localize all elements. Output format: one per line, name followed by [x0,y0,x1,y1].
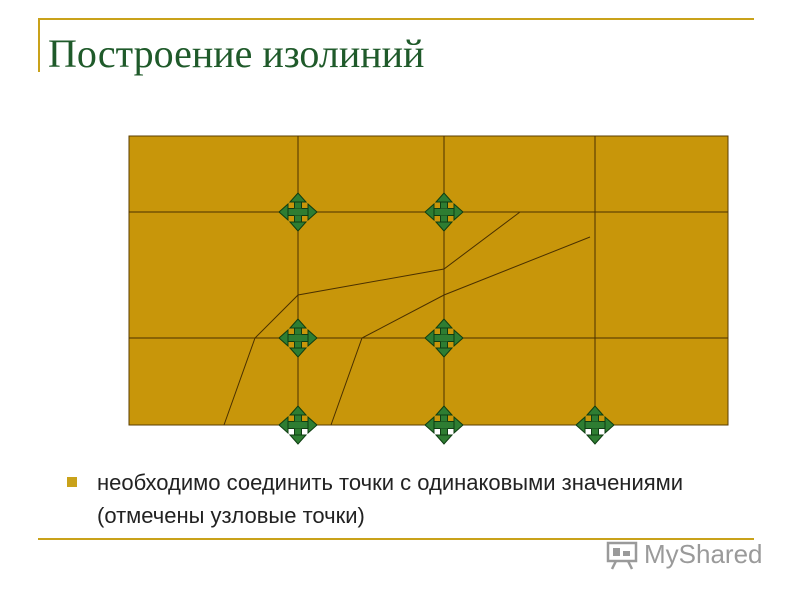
bottom-rule [38,538,754,540]
slide-title: Построение изолиний [48,31,425,76]
grid-background [128,135,729,426]
bullet-text: необходимо соединить точки с одинаковыми… [97,470,684,528]
presentation-board-icon [606,541,638,570]
watermark: MyShared [606,539,763,570]
top-rule [38,18,754,20]
bullet-square-icon [67,477,77,487]
isolines [223,211,591,426]
watermark-text: MyShared [644,539,763,569]
left-rule [38,18,40,72]
isoline-1 [223,211,521,426]
isoline-2 [330,236,591,426]
